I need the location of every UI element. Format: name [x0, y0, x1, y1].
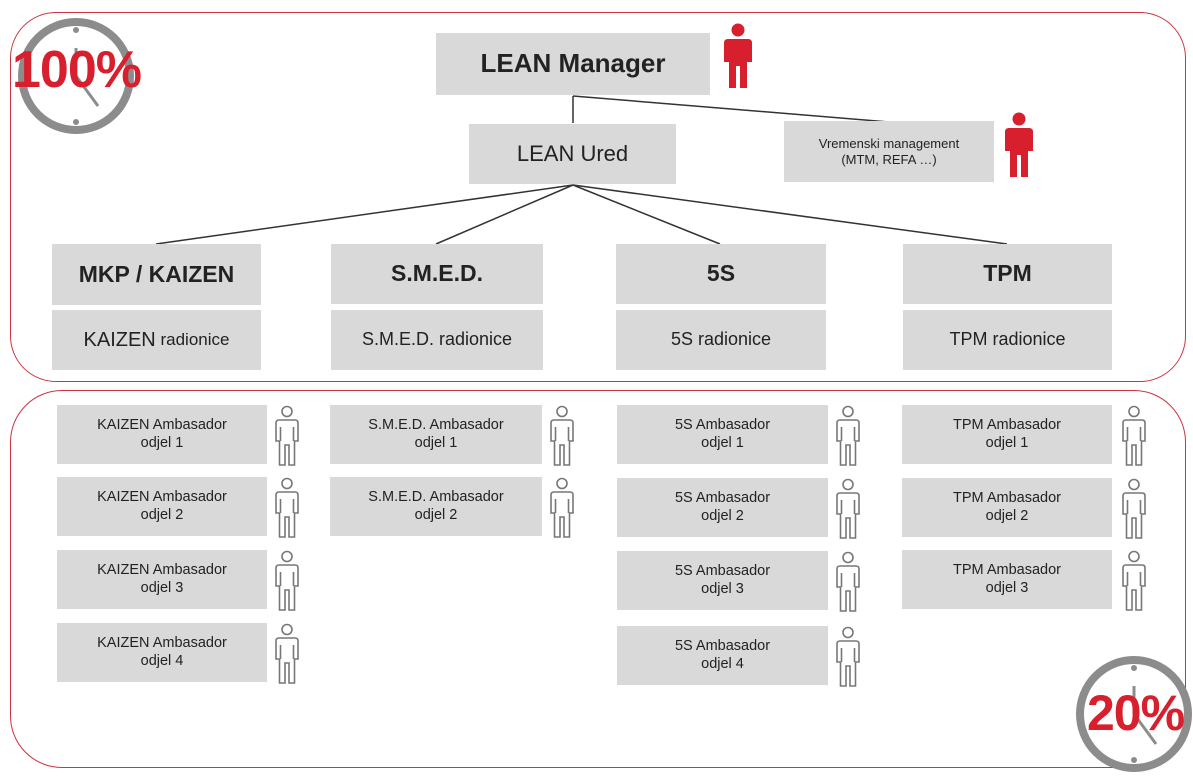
person-outline-icon	[273, 623, 301, 690]
pillar-title-kaizen: MKP / KAIZEN	[52, 244, 261, 305]
person-outline-icon	[548, 477, 576, 544]
ambassador-department: odjel 3	[701, 580, 744, 597]
time-management-methods: (MTM, REFA …)	[841, 151, 937, 167]
ambassador-department: odjel 4	[701, 655, 744, 672]
person-outline-icon	[1120, 550, 1148, 617]
person-outline-icon	[834, 551, 862, 618]
workshop-suffix: radionice	[987, 329, 1066, 350]
pillar-workshop-smed: S.M.E.D. radionice	[331, 310, 543, 370]
pillar-workshop-tpm: TPM radionice	[903, 310, 1112, 370]
ambassador-role: TPM Ambasador	[953, 417, 1061, 434]
clock-icon	[18, 18, 134, 134]
ambassador-role: 5S Ambasador	[674, 563, 771, 580]
pillar-title-smed: S.M.E.D.	[331, 244, 543, 304]
ambassador-department: odjel 1	[140, 434, 184, 451]
time-management-label: Vremenski management	[818, 135, 960, 151]
ambassador-department: odjel 2	[140, 506, 184, 523]
ambassador-department: odjel 1	[701, 434, 744, 451]
person-red-icon	[1005, 112, 1033, 177]
pillar-workshop-5s: 5S radionice	[616, 310, 826, 370]
person-outline-icon	[273, 550, 301, 617]
ambassador-department: odjel 2	[985, 507, 1029, 524]
ambassador-department: odjel 2	[701, 507, 744, 524]
ambassador-department: odjel 3	[985, 579, 1029, 596]
workshop-prefix: 5S	[670, 329, 693, 350]
workshop-suffix: radionice	[433, 329, 513, 350]
workshop-prefix: TPM	[949, 329, 988, 350]
person-outline-icon	[273, 405, 301, 472]
ambassador-department: odjel 4	[140, 652, 184, 669]
person-outline-icon	[1120, 478, 1148, 545]
ambassador-role: 5S Ambasador	[674, 638, 771, 655]
ambassador-role: TPM Ambasador	[953, 490, 1061, 507]
ambassador-role: S.M.E.D. Ambasador	[368, 489, 504, 506]
ambassador-department: odjel 1	[414, 434, 458, 451]
workshop-prefix: KAIZEN	[83, 329, 156, 351]
workshop-prefix: S.M.E.D.	[361, 329, 434, 350]
ambassador-role: KAIZEN Ambasador	[97, 635, 227, 652]
pillar-workshop-kaizen: KAIZEN radionice	[52, 310, 261, 370]
ambassador-department: odjel 3	[140, 579, 184, 596]
person-outline-icon	[548, 405, 576, 472]
pillar-title-tpm: TPM	[903, 244, 1112, 304]
ambassador-role: 5S Ambasador	[674, 490, 771, 507]
person-outline-icon	[273, 477, 301, 544]
workshop-suffix: radionice	[155, 329, 230, 349]
ambassador-department: odjel 1	[985, 434, 1029, 451]
lean-manager-box: LEAN Manager	[436, 33, 710, 95]
lean-office-box: LEAN Ured	[469, 124, 676, 184]
workshop-suffix: radionice	[692, 329, 772, 350]
person-outline-icon	[834, 626, 862, 693]
clock-icon	[1076, 656, 1192, 772]
person-outline-icon	[834, 478, 862, 545]
ambassador-department: odjel 2	[414, 506, 458, 523]
ambassador-role: KAIZEN Ambasador	[97, 562, 227, 579]
ambassador-role: KAIZEN Ambasador	[97, 489, 227, 506]
time-management-box: Vremenski management (MTM, REFA …)	[784, 121, 994, 182]
ambassador-role: 5S Ambasador	[674, 417, 771, 434]
ambassador-role: KAIZEN Ambasador	[97, 417, 227, 434]
person-outline-icon	[1120, 405, 1148, 472]
ambassador-role: S.M.E.D. Ambasador	[368, 417, 504, 434]
pillar-title-5s: 5S	[616, 244, 826, 304]
badge-100-percent: 100%	[12, 41, 142, 99]
person-red-icon	[724, 23, 752, 88]
badge-20-percent: 20%	[1087, 685, 1185, 741]
person-outline-icon	[834, 405, 862, 472]
ambassador-role: TPM Ambasador	[953, 562, 1061, 579]
